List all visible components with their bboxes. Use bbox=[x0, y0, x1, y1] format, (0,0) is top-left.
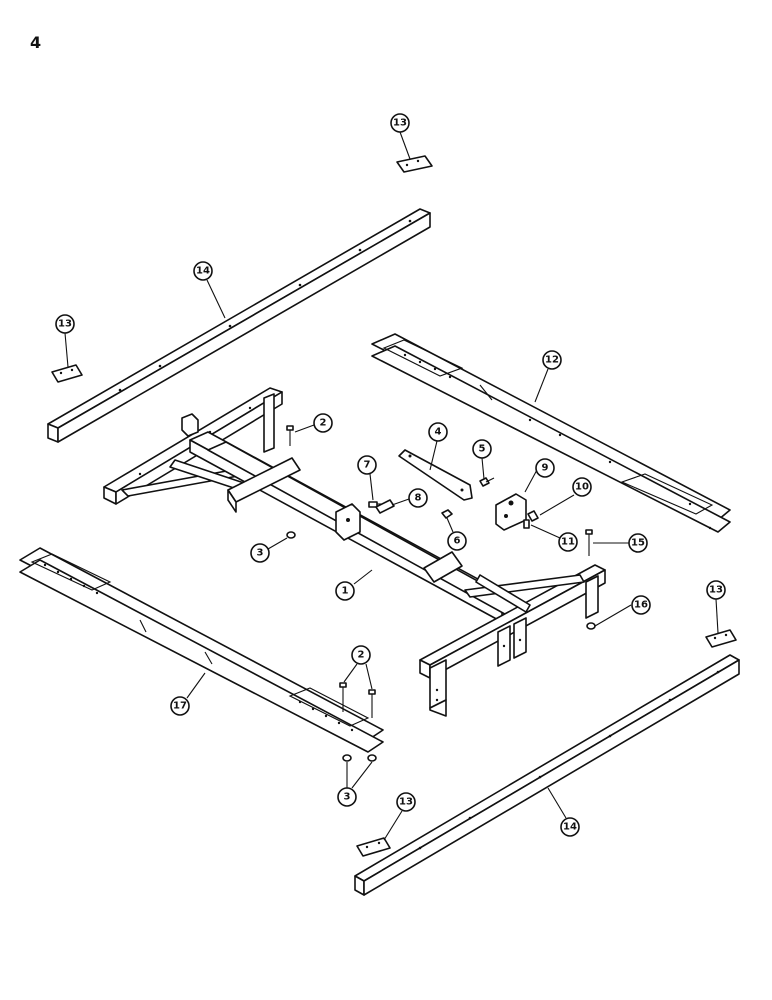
svg-text:1: 1 bbox=[342, 586, 349, 597]
svg-text:7: 7 bbox=[364, 460, 371, 471]
svg-text:11: 11 bbox=[561, 537, 575, 548]
bolts-bottom bbox=[339, 682, 376, 718]
wear-plate-bottom bbox=[356, 837, 391, 857]
svg-text:17: 17 bbox=[173, 701, 187, 712]
callout-11: 11 bbox=[558, 532, 578, 552]
clip-8 bbox=[375, 499, 395, 514]
svg-text:6: 6 bbox=[454, 536, 461, 547]
wear-plate-right bbox=[705, 629, 737, 648]
callout-13: 13 bbox=[55, 314, 75, 334]
callout-15: 15 bbox=[628, 533, 648, 553]
bolt-5 bbox=[479, 477, 495, 487]
callout-4: 4 bbox=[428, 422, 448, 442]
callout-3: 3 bbox=[250, 543, 270, 563]
callout-6: 6 bbox=[447, 531, 467, 551]
callout-10: 10 bbox=[572, 477, 592, 497]
callout-7: 7 bbox=[357, 455, 377, 475]
svg-text:4: 4 bbox=[435, 427, 442, 438]
bolt-top bbox=[286, 425, 294, 446]
callout-16: 16 bbox=[631, 595, 651, 615]
callout-17: 17 bbox=[170, 696, 190, 716]
page-number: 4 bbox=[30, 33, 42, 52]
svg-text:14: 14 bbox=[563, 822, 577, 833]
svg-text:3: 3 bbox=[344, 792, 351, 803]
svg-text:15: 15 bbox=[631, 538, 645, 549]
callout-2: 2 bbox=[351, 645, 371, 665]
svg-text:8: 8 bbox=[415, 493, 422, 504]
svg-text:13: 13 bbox=[399, 797, 413, 808]
bolt-15 bbox=[585, 529, 593, 556]
callout-9: 9 bbox=[535, 458, 555, 478]
sleeve-10 bbox=[527, 510, 539, 522]
bracket-9 bbox=[495, 493, 527, 531]
link-bar bbox=[398, 449, 473, 501]
leader-lines bbox=[64, 131, 719, 841]
svg-text:13: 13 bbox=[393, 118, 407, 129]
callout-13: 13 bbox=[396, 792, 416, 812]
callout-2: 2 bbox=[313, 413, 333, 433]
washer-top bbox=[286, 531, 296, 539]
pin-11 bbox=[523, 519, 530, 529]
callout-1: 1 bbox=[335, 581, 355, 601]
callout-12: 12 bbox=[542, 350, 562, 370]
svg-text:16: 16 bbox=[634, 600, 648, 611]
callout-8: 8 bbox=[408, 488, 428, 508]
callout-3: 3 bbox=[337, 787, 357, 807]
cross-beam-bottom bbox=[354, 654, 740, 896]
callout-14: 14 bbox=[560, 817, 580, 837]
svg-text:12: 12 bbox=[545, 355, 559, 366]
callout-5: 5 bbox=[472, 439, 492, 459]
svg-text:14: 14 bbox=[196, 266, 210, 277]
svg-text:13: 13 bbox=[58, 319, 72, 330]
svg-text:13: 13 bbox=[709, 585, 723, 596]
cross-beam-top bbox=[47, 208, 431, 443]
callout-14: 14 bbox=[193, 261, 213, 281]
side-runner-left bbox=[19, 547, 384, 753]
wear-plate-top bbox=[396, 155, 433, 173]
svg-text:5: 5 bbox=[479, 444, 486, 455]
svg-text:10: 10 bbox=[575, 482, 589, 493]
wear-plate-left bbox=[51, 364, 83, 383]
washers-bottom bbox=[342, 754, 377, 762]
svg-text:2: 2 bbox=[358, 650, 365, 661]
callout-13: 13 bbox=[706, 580, 726, 600]
svg-text:3: 3 bbox=[257, 548, 264, 559]
main-frame bbox=[103, 387, 606, 717]
svg-text:9: 9 bbox=[542, 463, 549, 474]
side-runner-right bbox=[371, 333, 731, 533]
svg-text:2: 2 bbox=[320, 418, 327, 429]
nut-16 bbox=[586, 622, 596, 630]
nut-6 bbox=[441, 509, 453, 519]
callout-13: 13 bbox=[390, 113, 410, 133]
